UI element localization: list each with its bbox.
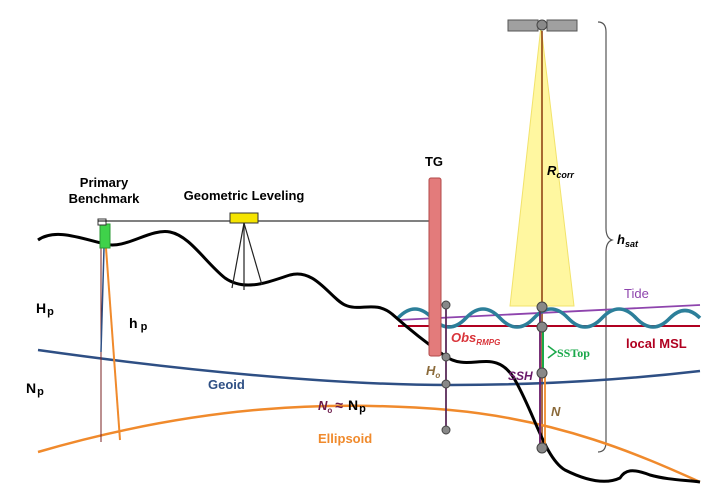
primary-benchmark-label-1: Primary	[80, 175, 129, 190]
benchmark-cap	[97, 218, 107, 226]
geometric-leveling-label: Geometric Leveling	[184, 188, 305, 203]
h-p-normal-line	[105, 247, 121, 441]
n-o-label: No≈Np	[318, 397, 366, 415]
ssh-label: SSH	[508, 369, 533, 383]
ellipsoid-curve	[37, 404, 701, 484]
terrain-profile	[37, 230, 701, 484]
sat-point-geoid	[536, 367, 548, 379]
h-sat-label: hsat	[617, 232, 639, 249]
ellipsoid-label: Ellipsoid	[318, 431, 372, 446]
h-sat-brace	[597, 21, 614, 453]
tide-line	[397, 304, 701, 321]
tg-point-geoid	[441, 379, 451, 389]
primary-benchmark-label-2: Benchmark	[69, 191, 141, 206]
sat-point-sea	[536, 301, 548, 313]
sstop-brace	[547, 345, 558, 359]
h-p-upper-line	[100, 247, 105, 353]
leveling-instrument-icon	[229, 212, 263, 290]
obs-label: ObsRMPG	[451, 330, 500, 347]
benchmark-marker	[99, 223, 111, 249]
n-p-left-label: Np	[26, 380, 44, 398]
geoid-curve	[37, 348, 701, 387]
sat-point-msl	[536, 321, 548, 333]
geoid-label: Geoid	[208, 377, 245, 392]
tide-label: Tide	[624, 286, 649, 301]
r-corr-label: Rcorr	[547, 163, 574, 180]
satellite-icon	[507, 19, 578, 32]
tg-label: TG	[425, 154, 443, 169]
h-p-upper-label: Hp	[36, 300, 54, 318]
local-msl-label: local MSL	[626, 336, 687, 351]
h-o-label: Ho	[426, 363, 440, 380]
sea-surface-wave	[396, 307, 702, 329]
sstop-label: SSTop	[557, 346, 590, 360]
tg-point-ellipsoid	[441, 425, 451, 435]
n-label: N	[551, 404, 561, 419]
tg-point-top	[441, 300, 451, 310]
sat-point-ellipsoid	[536, 442, 548, 454]
tide-gauge	[428, 177, 442, 357]
tg-point-msl	[441, 352, 451, 362]
